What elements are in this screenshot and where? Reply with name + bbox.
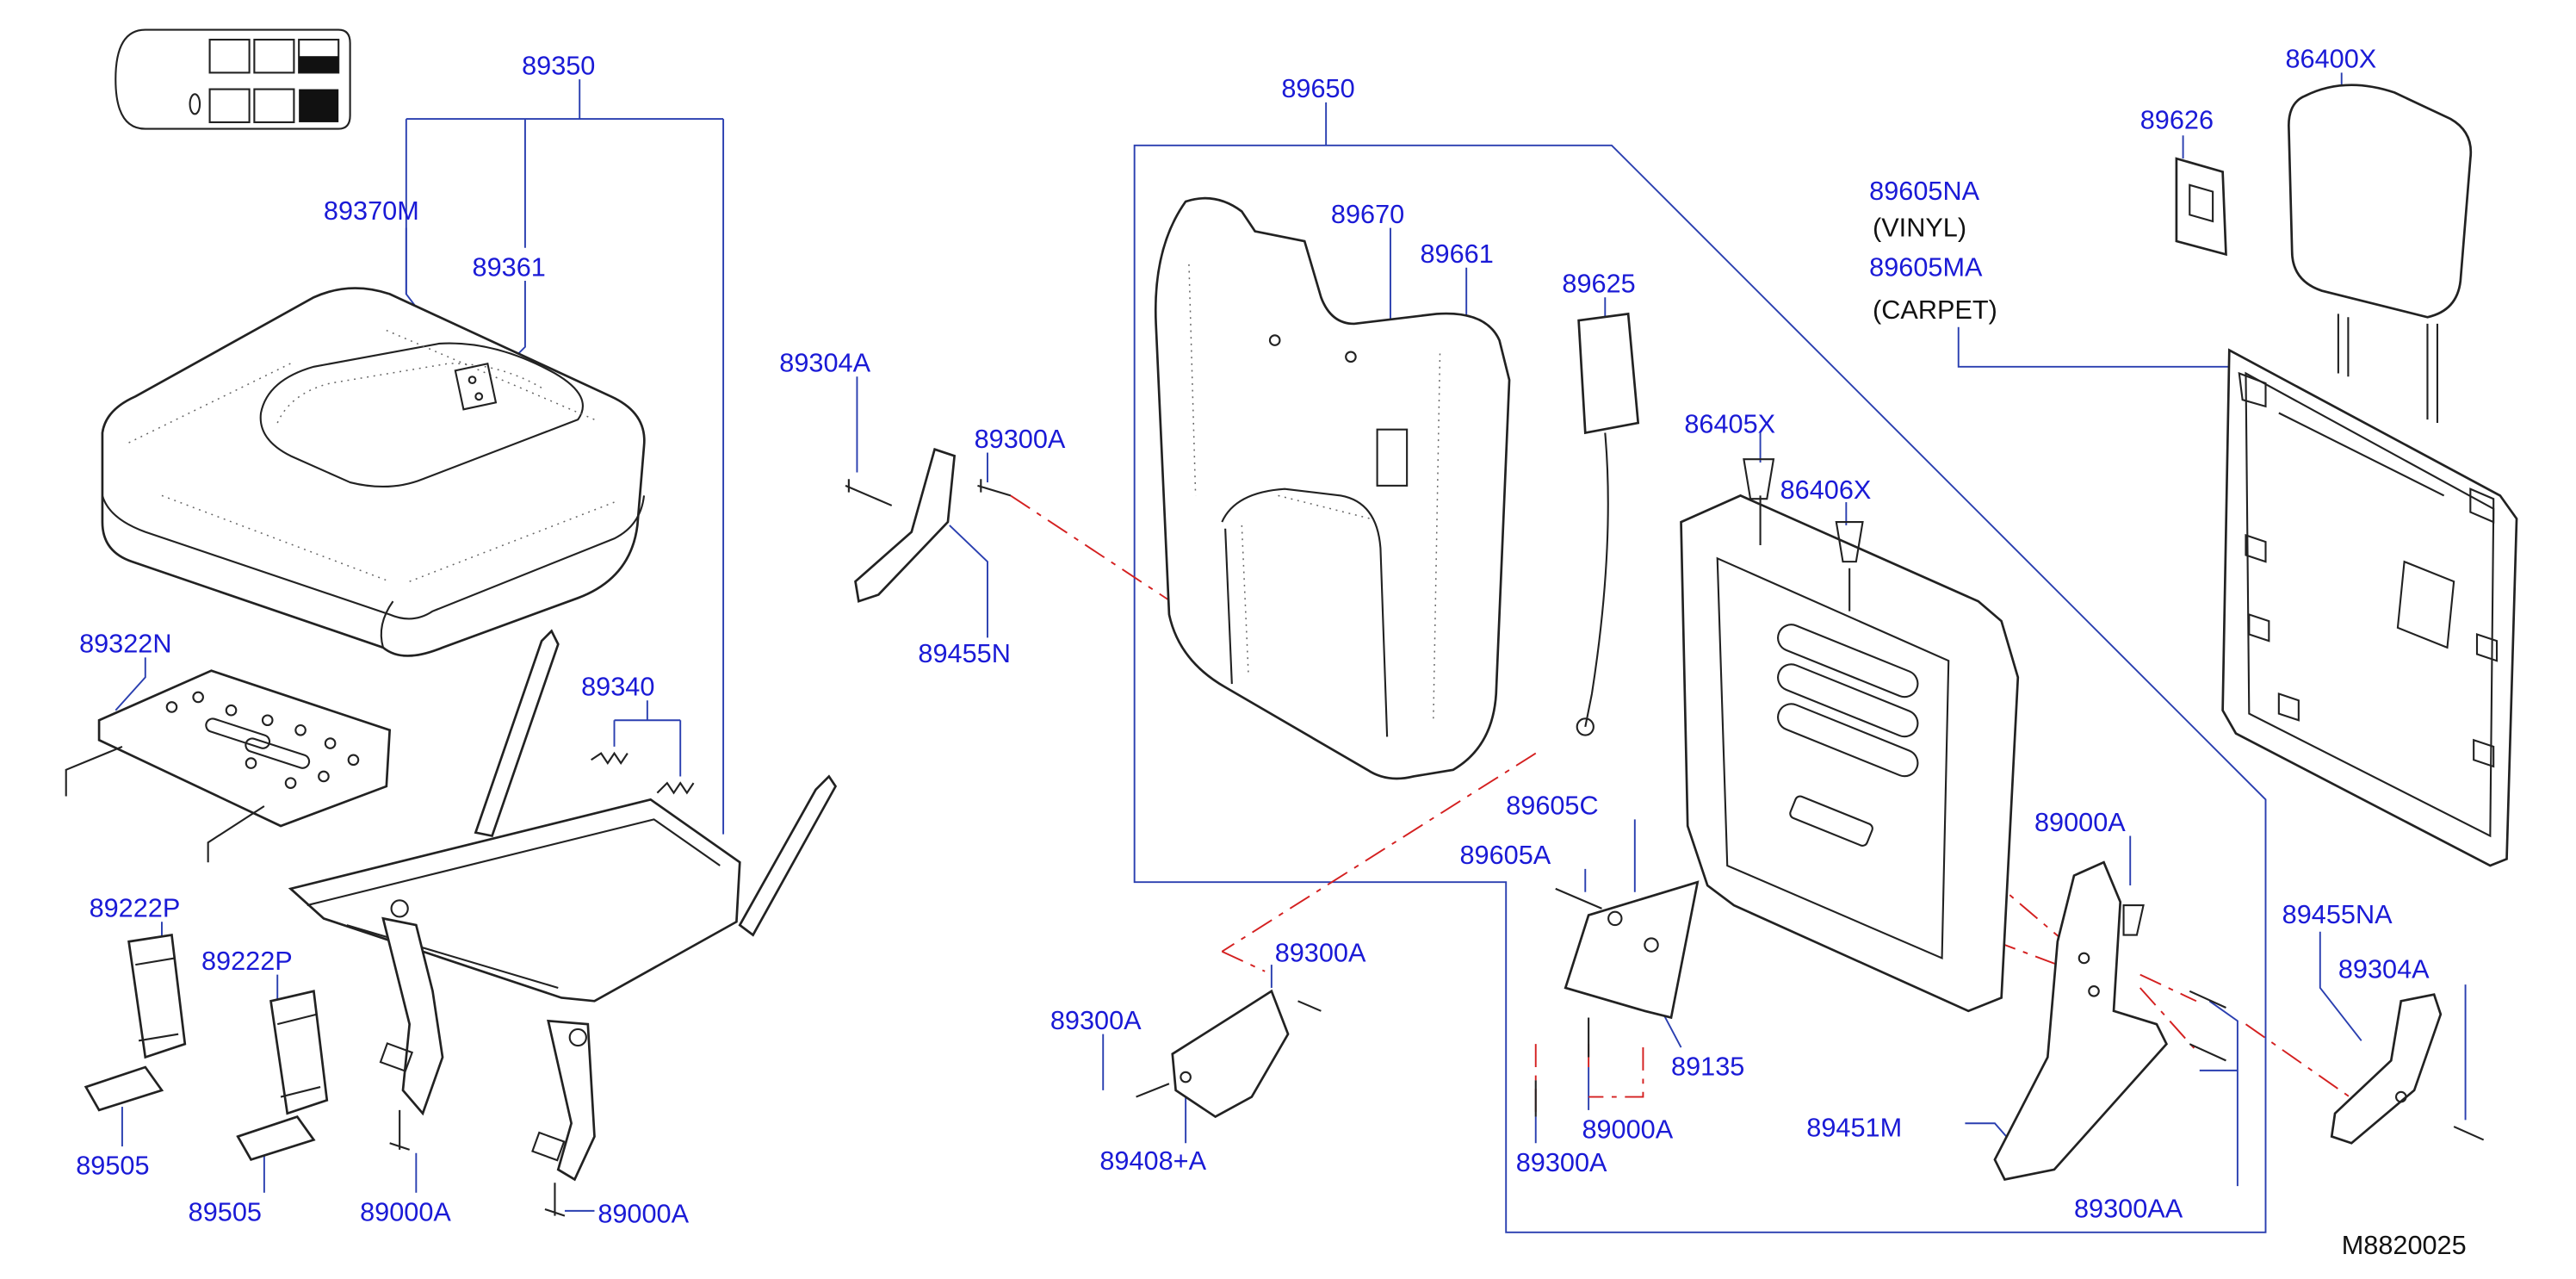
label-89222p-b: 89222P — [201, 946, 293, 976]
back-panel — [2221, 348, 2518, 867]
bolts-left — [389, 479, 1012, 1217]
hinge-covers — [84, 934, 329, 1162]
seatbelt-buckle — [1576, 312, 1640, 736]
label-86405x: 86405X — [1684, 409, 1775, 439]
label-89304a-a: 89304A — [779, 348, 870, 378]
label-89000a-c: 89000A — [1582, 1114, 1673, 1145]
label-89451m: 89451M — [1806, 1113, 1902, 1143]
label-89626: 89626 — [2140, 105, 2214, 135]
label-vinyl: (VINYL) — [1873, 212, 1966, 242]
label-89605na: 89605NA — [1869, 176, 1979, 206]
label-89300aa: 89300AA — [2074, 1194, 2183, 1224]
label-89222p-a: 89222P — [90, 892, 181, 922]
label-89304a-b: 89304A — [2338, 953, 2430, 984]
label-carpet: (CARPET) — [1873, 295, 1997, 325]
seatback-brackets — [1534, 880, 1700, 1117]
label-89300a-a: 89300A — [975, 424, 1066, 454]
label-89605a: 89605A — [1460, 840, 1551, 870]
lever-left — [854, 447, 957, 603]
label-89322n: 89322N — [79, 629, 171, 659]
seatback-frame — [1680, 458, 2020, 1013]
label-86400x: 86400X — [2286, 44, 2377, 74]
label-89340: 89340 — [581, 671, 654, 701]
seat-position-icon — [115, 28, 351, 130]
label-89300a-b: 89300A — [1275, 937, 1366, 967]
label-89605ma: 89605MA — [1869, 251, 1983, 282]
seatback-hinge — [1993, 860, 2226, 1181]
label-89300a-c: 89300A — [1050, 1005, 1142, 1035]
diagram-reference: M8820025 — [2342, 1230, 2467, 1260]
label-89000a-a: 89000A — [360, 1196, 451, 1226]
label-89350: 89350 — [522, 50, 595, 80]
headrest — [2288, 84, 2473, 424]
label-89370m: 89370M — [324, 196, 419, 226]
lever-right — [2330, 993, 2485, 1145]
label-89455na: 89455NA — [2282, 899, 2393, 929]
label-89605c: 89605C — [1506, 791, 1598, 821]
seat-frame — [288, 629, 838, 1182]
label-86406x: 86406X — [1780, 475, 1872, 505]
clip — [2175, 157, 2227, 257]
label-89505-b: 89505 — [189, 1196, 262, 1226]
lower-bracket — [1136, 989, 1322, 1119]
label-89661: 89661 — [1420, 239, 1493, 269]
label-89361: 89361 — [473, 251, 546, 282]
label-89000a-d: 89000A — [2034, 807, 2126, 837]
label-89135: 89135 — [1671, 1052, 1744, 1082]
seatback-cushion — [1154, 196, 1511, 780]
label-89670: 89670 — [1331, 199, 1404, 229]
label-89000a-b: 89000A — [598, 1198, 689, 1228]
label-89505-a: 89505 — [76, 1151, 149, 1181]
label-89408a: 89408+A — [1099, 1146, 1206, 1176]
label-89455n: 89455N — [918, 638, 1010, 668]
label-89300a-d: 89300A — [1516, 1147, 1607, 1177]
seat-cushion-assembly — [101, 287, 646, 657]
springs — [591, 751, 695, 795]
seat-pan-plate — [65, 669, 392, 863]
label-89625: 89625 — [1562, 268, 1635, 298]
label-89650: 89650 — [1281, 73, 1354, 103]
part-labels: 89350 89370M 89361 89322N 89340 89222P 8… — [76, 44, 2466, 1260]
